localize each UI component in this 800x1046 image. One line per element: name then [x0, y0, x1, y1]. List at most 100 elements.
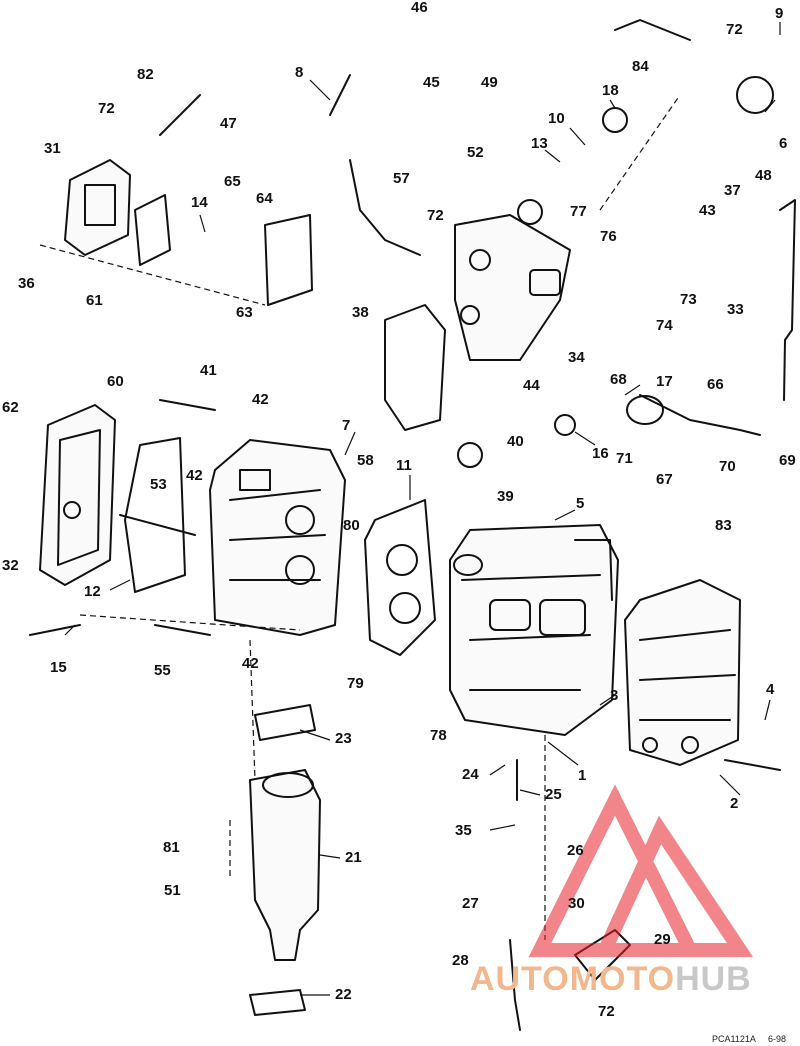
part-label: 80 — [343, 517, 360, 534]
part-label: 30 — [568, 895, 585, 912]
sender-part — [626, 395, 664, 425]
part-label: 17 — [656, 373, 673, 390]
part-label: 41 — [200, 362, 217, 379]
part-label: 63 — [236, 304, 253, 321]
part-label: 47 — [220, 115, 237, 132]
valve-77-part — [517, 199, 543, 225]
part-label: 73 — [680, 291, 697, 308]
part-label: 83 — [715, 517, 732, 534]
part-label: 5 — [576, 495, 585, 512]
watermark-prefix: AUTOMOTO — [470, 960, 676, 998]
part-label: 24 — [462, 766, 479, 783]
part-label: 42 — [252, 391, 269, 408]
part-label: 26 — [567, 842, 584, 859]
part-label: 65 — [224, 173, 241, 190]
part-label: 81 — [163, 839, 180, 856]
part-label: 82 — [137, 66, 154, 83]
part-label: 13 — [531, 135, 548, 152]
part-label: 53 — [150, 476, 167, 493]
sender-wire-part — [639, 394, 761, 436]
part-label: 12 — [84, 583, 101, 600]
part-label: 33 — [727, 301, 744, 318]
part-label: 48 — [755, 167, 772, 184]
part-label: 18 — [602, 82, 619, 99]
part-label: 27 — [462, 895, 479, 912]
part-label: 32 — [2, 557, 19, 574]
part-label: 52 — [467, 144, 484, 161]
drawing-code: PCA1121A — [712, 1034, 756, 1044]
part-label: 7 — [342, 417, 351, 434]
thermostat-gasket-part — [384, 304, 446, 431]
part-label: 21 — [345, 849, 362, 866]
part-label: 58 — [357, 452, 374, 469]
part-label: 22 — [335, 986, 352, 1003]
cylinder-block-part — [449, 524, 619, 736]
part-label: 76 — [600, 228, 617, 245]
part-label: 72 — [726, 21, 743, 38]
alignment-line — [599, 94, 681, 211]
drawing-date: 6-98 — [768, 1034, 787, 1044]
part-label: 70 — [719, 458, 736, 475]
part-label: 60 — [107, 373, 124, 390]
part-label: 45 — [423, 74, 440, 91]
part-label: 29 — [654, 931, 671, 948]
part-label: 74 — [656, 317, 673, 334]
part-label: 37 — [724, 182, 741, 199]
head-cover-part — [39, 404, 116, 586]
part-label: 42 — [242, 655, 259, 672]
spring-8-part — [329, 74, 351, 116]
part-label: 57 — [393, 170, 410, 187]
part-label: 1 — [578, 767, 587, 784]
watermark-logo — [528, 784, 754, 957]
hose-part — [614, 19, 691, 41]
cover-plate-part — [264, 214, 313, 306]
part-label: 38 — [352, 304, 369, 321]
part-label: 11 — [396, 457, 412, 474]
part-label: 46 — [411, 0, 428, 16]
alignment-line — [79, 614, 301, 631]
part-label: 61 — [86, 292, 103, 309]
watermark-suffix: HUB — [675, 960, 752, 998]
bypass-cover-part — [64, 159, 131, 256]
part-label: 16 — [592, 445, 609, 462]
bolt-41-part — [159, 399, 216, 411]
part-label: 66 — [707, 376, 724, 393]
part-label: 72 — [427, 207, 444, 224]
part-label: 71 — [616, 450, 633, 467]
part-label: 2 — [730, 795, 739, 812]
part-label: 72 — [598, 1003, 615, 1020]
part-label: 35 — [455, 822, 472, 839]
part-label: 31 — [44, 140, 61, 157]
part-label: 6 — [779, 135, 788, 152]
part-label: 14 — [191, 194, 208, 211]
part-label: 40 — [507, 433, 524, 450]
bolt-53-part — [119, 514, 196, 536]
alignment-line — [39, 244, 266, 306]
tube-gasket-part — [254, 704, 316, 741]
part-label: 55 — [154, 662, 171, 679]
part-label: 84 — [632, 58, 649, 75]
part-label: 9 — [775, 5, 784, 22]
head-gasket-part — [364, 499, 436, 656]
dipstick-part — [779, 199, 796, 401]
grommet-part — [249, 989, 306, 1016]
watermark-text: AUTOMOTOHUB — [470, 962, 752, 996]
part-label: 44 — [523, 377, 540, 394]
oil-hose-part — [509, 939, 521, 1031]
part-label: 10 — [548, 110, 565, 127]
part-label: 69 — [779, 452, 796, 469]
part-label: 79 — [347, 675, 364, 692]
hose-82-part — [159, 94, 201, 136]
part-label: 28 — [452, 952, 469, 969]
part-label: 62 — [2, 399, 19, 416]
part-label: 15 — [50, 659, 67, 676]
part-label: 77 — [570, 203, 587, 220]
plunger-18-part — [602, 107, 628, 133]
head-cover-gasket-part — [124, 437, 186, 593]
part-label: 78 — [430, 727, 447, 744]
alignment-line — [249, 639, 256, 781]
water-tube-part — [249, 769, 321, 961]
cover-6-part — [736, 76, 774, 114]
part-label: 8 — [295, 64, 304, 81]
